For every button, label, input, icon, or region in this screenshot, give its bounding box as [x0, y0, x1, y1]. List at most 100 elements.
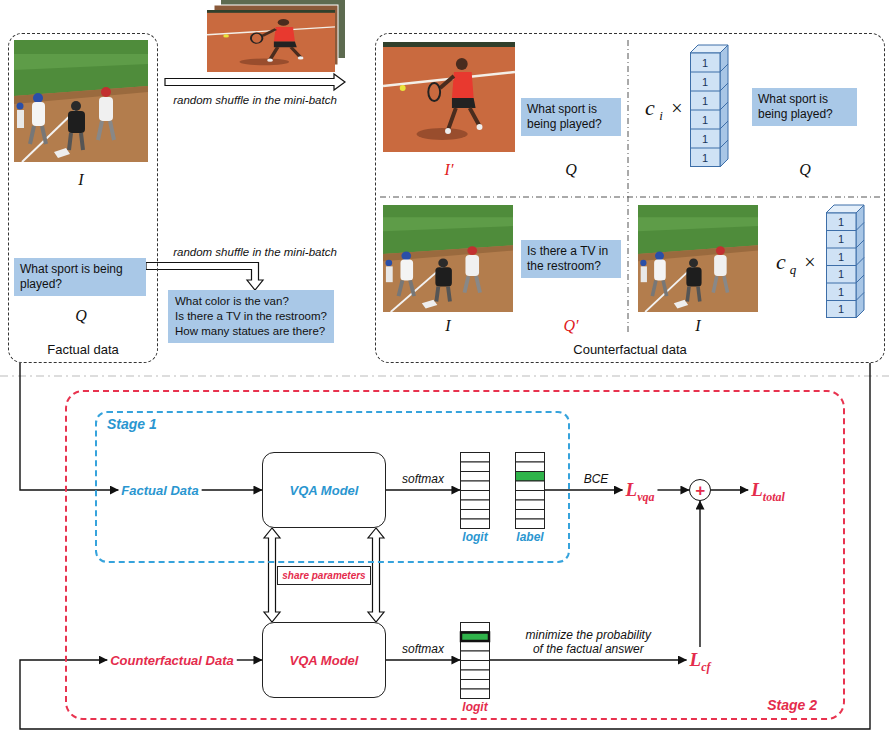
node-text: total [763, 490, 785, 505]
sum-symbol: + [689, 479, 711, 501]
vector-cell [516, 510, 545, 520]
label-holder: q [790, 262, 797, 278]
label-vector: label [515, 452, 545, 528]
node-text: 1 [690, 53, 720, 72]
vector-cell [516, 491, 545, 501]
vector-cell [461, 481, 490, 491]
symbol-label: c [776, 249, 786, 275]
label-holder: Q [565, 161, 577, 179]
arrow-connector [386, 489, 460, 490]
node-text: 1 [690, 110, 720, 129]
arrow-connector [202, 489, 262, 490]
vector-cell-line [690, 140, 728, 148]
label-holder: Q [75, 307, 87, 325]
symbol-label: q [790, 262, 797, 278]
data-group-box: Counterfactual data What sport is being p… [375, 33, 885, 363]
stage-box: Stage 2 Stage 1 Factual Data VQA Model logit… [65, 390, 845, 720]
node-text: Stage 2 [767, 697, 817, 713]
edge-label-holder: softmax [402, 472, 444, 486]
question-box: What sport is being played? [521, 98, 621, 136]
vector-cell [516, 519, 545, 529]
stage-box: Stage 1 Factual Data VQA Model logit label [95, 411, 570, 563]
vector-cell [461, 623, 490, 633]
symbol-label: Q [565, 161, 577, 179]
edge-label: minimize the probability of the factual … [521, 628, 655, 656]
label-holder: c [645, 95, 655, 121]
node-text: Stage 1 [107, 416, 157, 432]
selected-cell [461, 633, 489, 642]
symbol-label: i [659, 108, 663, 124]
logit-vector: logit [460, 452, 490, 528]
symbol-label: I [445, 317, 450, 335]
node-text: What sport is being played? [758, 92, 851, 122]
loss-term: Ltotal [748, 477, 788, 503]
node-text: Is there a TV in the restroom? [527, 244, 615, 274]
edge-label: softmax [402, 472, 444, 486]
vector-cell [516, 500, 545, 510]
vector-cell-line [826, 275, 864, 283]
edge-label-holder: softmax [402, 642, 444, 656]
node-text: 1 [690, 91, 720, 110]
symbol-label: c [645, 95, 655, 121]
vector-cell [461, 519, 490, 529]
input-label: Counterfactual Data [107, 651, 237, 670]
input-label: Factual Data [118, 481, 201, 500]
node-text: VQA Model [290, 483, 359, 498]
question-list-box: What color is the van?Is there a TV in t… [168, 290, 334, 343]
arrow-connector [20, 363, 870, 729]
symbol-label: I [78, 171, 83, 189]
vector-cell-line [826, 223, 864, 231]
loss-term: Lvqa [623, 477, 658, 503]
node-text: 1 [690, 72, 720, 91]
node-text: What color is the van? [175, 294, 327, 309]
edge-label: BCE [584, 472, 609, 486]
vector-shape [690, 45, 728, 167]
label-holder: I [78, 171, 83, 189]
label-holder: random shuffle in the mini-batch [173, 94, 337, 106]
section-separator [0, 376, 889, 377]
edge-label: softmax [402, 642, 444, 656]
node-text: L [751, 479, 763, 501]
model-box: VQA Model [262, 452, 386, 528]
node-text: Counterfactual data [573, 342, 686, 357]
node-text: cf [701, 660, 710, 675]
vector-cell [461, 632, 490, 642]
quadrant-divider [380, 197, 880, 198]
vector-cell-line [690, 121, 728, 129]
vector-cell [516, 481, 545, 491]
baseball-photo [638, 205, 758, 312]
tennis-photo [383, 42, 515, 152]
node-text: How many statues are there? [175, 324, 327, 339]
symbol-label: × [671, 97, 682, 120]
vector-cell [461, 500, 490, 510]
node-text: 1 [826, 248, 856, 266]
loss-term: Lcf [687, 647, 714, 673]
arrow-connector [490, 659, 687, 660]
node-text: Factual Data [121, 483, 198, 498]
question-box: What sport is being played? [752, 88, 857, 126]
quadrant-divider [628, 40, 629, 332]
node-text: Factual data [47, 342, 119, 357]
vector-cell [516, 462, 545, 472]
vector-shape [460, 622, 490, 698]
symbol-label: I [695, 317, 700, 335]
vector-cell [461, 689, 490, 699]
vector-cell-line [690, 102, 728, 110]
vector-cell-line [826, 258, 864, 266]
vector-shape [515, 452, 545, 528]
vector-cell [516, 453, 545, 463]
question-box: Is there a TV in the restroom? [521, 240, 621, 278]
label-holder: i [659, 108, 663, 124]
node-text: 1 [690, 129, 720, 148]
node-text: label [516, 530, 543, 544]
label-holder: Q [799, 161, 811, 179]
node-text: Counterfactual Data [110, 653, 234, 668]
node-text: 1 [826, 283, 856, 301]
symbol-label: Q′ [563, 317, 578, 335]
ones-vector: 111111 [690, 45, 728, 167]
symbol-label: Q [799, 161, 811, 179]
vector-cell [461, 453, 490, 463]
edge-label-holder: random shuffle in the mini-batch [173, 246, 337, 258]
logit-vector: logit [460, 622, 490, 698]
